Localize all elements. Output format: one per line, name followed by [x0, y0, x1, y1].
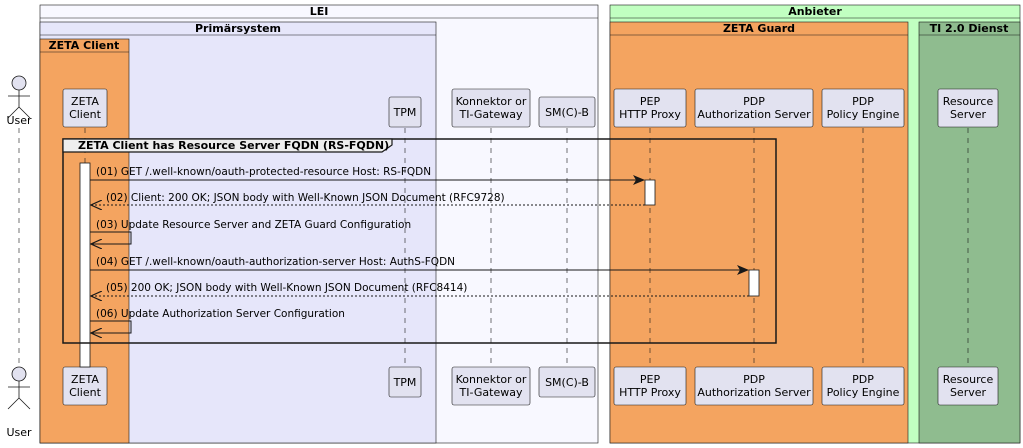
participant-tpm-bottom: TPM [388, 366, 422, 398]
message-label: (01) GET /.well-known/oauth-protected-re… [96, 166, 431, 178]
participant-label-line2: Authorization Server [697, 386, 811, 399]
participant-label-line1: PEP [640, 95, 661, 108]
participant-resource-server-top: Resource Server [937, 88, 999, 128]
message-label: (04) GET /.well-known/oauth-authorizatio… [96, 256, 455, 268]
participant-label: TPM [393, 376, 417, 389]
participant-pdp-pe-bottom: PDP Policy Engine [821, 366, 905, 406]
participant-label-line2: Policy Engine [827, 108, 900, 121]
user-icon [11, 366, 27, 382]
participant-label-line2: Client [69, 108, 102, 121]
participant-label-line1: Konnektor or [456, 95, 527, 108]
message-03: (03) Update Resource Server and ZETA Gua… [90, 219, 411, 244]
participant-label-line2: TI-Gateway [459, 386, 523, 399]
participant-label-line1: PDP [852, 95, 874, 108]
participant-label-line2: HTTP Proxy [619, 108, 681, 121]
box-primaersystem-label: Primärsystem [195, 22, 281, 35]
participant-label-line1: ZETA [71, 95, 99, 108]
box-lei-label: LEI [310, 5, 329, 18]
participant-tpm-top: TPM [388, 96, 422, 128]
participant-label-line1: Resource [943, 95, 994, 108]
actor-user-top: User [6, 75, 32, 127]
actor-user-label: User [6, 426, 32, 439]
activation-pdp-as [748, 269, 760, 297]
participant-label-line2: Server [950, 108, 987, 121]
participant-label-line1: PDP [852, 373, 874, 386]
participant-label-line1: Konnektor or [456, 373, 527, 386]
message-06: (06) Update Authorization Server Configu… [90, 308, 345, 333]
participant-label-line2: Policy Engine [827, 386, 900, 399]
participant-label-line2: Client [69, 386, 102, 399]
box-zeta-guard-label: ZETA Guard [723, 22, 795, 35]
message-label: (06) Update Authorization Server Configu… [96, 308, 345, 320]
box-ti-dienst-label: TI 2.0 Dienst [930, 22, 1009, 35]
participant-zeta-client-bottom: ZETA Client [62, 366, 108, 406]
group-frame: ZETA Client has Resource Server FQDN (RS… [62, 138, 777, 344]
participant-label-line1: PDP [743, 95, 765, 108]
participant-label-line2: TI-Gateway [459, 108, 523, 121]
participant-pdp-as-bottom: PDP Authorization Server [694, 366, 814, 406]
message-04: (04) GET /.well-known/oauth-authorizatio… [90, 256, 749, 275]
participant-label-line1: Resource [943, 373, 994, 386]
participant-label-line1: PDP [743, 373, 765, 386]
participant-pdp-pe-top: PDP Policy Engine [821, 88, 905, 128]
participant-label: SM(C)-B [545, 106, 589, 119]
message-label: (02) Client: 200 OK; JSON body with Well… [106, 192, 505, 204]
message-05: (05) 200 OK; JSON body with Well-Known J… [91, 282, 749, 296]
user-icon [11, 75, 27, 91]
participant-konnektor-bottom: Konnektor or TI-Gateway [451, 366, 531, 406]
message-label: (05) 200 OK; JSON body with Well-Known J… [106, 282, 467, 294]
participant-label-line1: PEP [640, 373, 661, 386]
activation-pep [644, 179, 656, 206]
message-02: (02) Client: 200 OK; JSON body with Well… [91, 192, 645, 205]
activation-zeta-client [79, 162, 91, 368]
participant-pep-top: PEP HTTP Proxy [613, 88, 687, 128]
participant-pdp-as-top: PDP Authorization Server [694, 88, 814, 128]
participant-label-line2: HTTP Proxy [619, 386, 681, 399]
message-label: (03) Update Resource Server and ZETA Gua… [96, 219, 411, 231]
participant-resource-server-bottom: Resource Server [937, 366, 999, 406]
participant-label: TPM [393, 106, 417, 119]
participant-smcb-bottom: SM(C)-B [538, 366, 596, 398]
participant-label: SM(C)-B [545, 376, 589, 389]
participant-smcb-top: SM(C)-B [538, 96, 596, 128]
participant-label-line1: ZETA [71, 373, 99, 386]
participant-pep-bottom: PEP HTTP Proxy [613, 366, 687, 406]
participant-label-line2: Authorization Server [697, 108, 811, 121]
participant-label-line2: Server [950, 386, 987, 399]
group-label: ZETA Client has Resource Server FQDN (RS… [78, 139, 389, 152]
box-zeta-client-label: ZETA Client [49, 39, 120, 52]
actor-user-label: User [6, 114, 32, 127]
box-anbieter-label: Anbieter [788, 5, 842, 18]
actor-user-bottom: User [6, 366, 32, 439]
message-01: (01) GET /.well-known/oauth-protected-re… [90, 166, 645, 185]
participant-zeta-client-top: ZETA Client [62, 88, 108, 128]
participant-konnektor-top: Konnektor or TI-Gateway [451, 88, 531, 128]
